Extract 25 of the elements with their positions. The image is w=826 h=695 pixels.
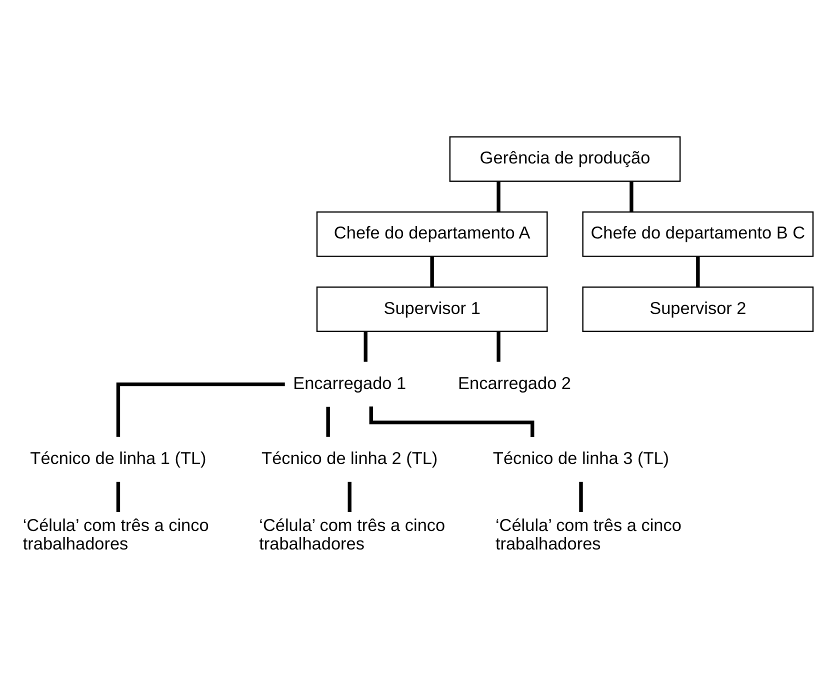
node-text: ‘Célula’ com três a cinco trabalhadores: [259, 514, 446, 553]
connector: [496, 331, 500, 362]
node-text: ‘Célula’ com três a cinco trabalhadores: [22, 514, 209, 553]
node-text: Encarregado 1: [293, 372, 406, 392]
connector: [430, 256, 434, 286]
connector: [116, 382, 285, 436]
node-text: ‘Célula’ com três a cinco trabalhadores: [495, 514, 682, 553]
node-box: Chefe do departamento A: [316, 210, 548, 256]
node-text: Técnico de linha 1 (TL): [30, 447, 206, 468]
node-text: Encarregado 2: [458, 372, 572, 392]
connector: [579, 481, 583, 512]
connector: [364, 331, 368, 362]
connector: [348, 481, 352, 512]
connector: [496, 181, 500, 212]
connector: [696, 256, 700, 286]
node-text: Técnico de linha 2 (TL): [262, 447, 438, 468]
connector: [326, 406, 330, 436]
node-box: Gerência de produção: [449, 136, 681, 182]
node-box: Supervisor 1: [316, 286, 548, 332]
connector: [369, 406, 534, 437]
connector: [116, 481, 120, 512]
connector: [630, 181, 634, 212]
node-box: Chefe do departamento B C: [582, 210, 814, 256]
node-text: Técnico de linha 3 (TL): [492, 447, 670, 468]
node-box: Supervisor 2: [582, 286, 814, 332]
